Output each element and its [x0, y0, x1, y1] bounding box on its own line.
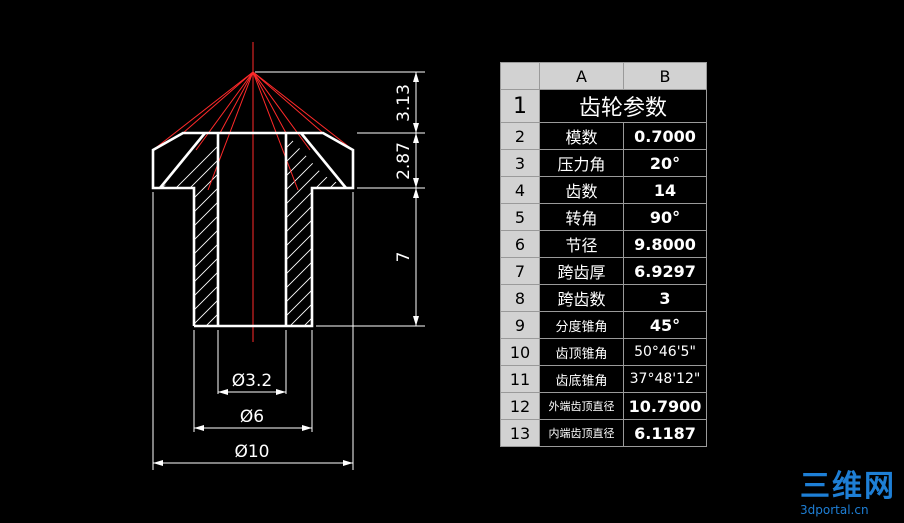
param-value: 37°48'12" [623, 365, 707, 393]
row-number[interactable]: 9 [500, 311, 540, 339]
part-outline [151, 131, 355, 328]
table-title: 齿轮参数 [539, 89, 707, 123]
column-header-b[interactable]: B [623, 62, 707, 90]
dim-cone-height: 2.87 [394, 142, 414, 180]
cone-construction-lines [152, 42, 354, 342]
dimension-lines [152, 71, 425, 470]
param-value: 90° [623, 203, 707, 231]
param-name: 跨齿厚 [539, 257, 624, 285]
watermark-url: 3dportal.cn [800, 503, 869, 517]
table-row: 12 外端齿顶直径 10.7900 [500, 392, 707, 420]
table-row: 2 模数 0.7000 [500, 122, 707, 150]
dim-outer-diameter: Ø10 [234, 442, 269, 462]
dim-bore-diameter: Ø3.2 [232, 371, 272, 391]
table-row: 4 齿数 14 [500, 176, 707, 204]
watermark-logo: 三维网 3dportal.cn [800, 469, 896, 517]
table-row: 8 跨齿数 3 [500, 284, 707, 312]
param-name: 转角 [539, 203, 624, 231]
param-name: 齿顶锥角 [539, 338, 624, 366]
param-name: 模数 [539, 122, 624, 150]
row-number[interactable]: 4 [500, 176, 540, 204]
row-number[interactable]: 6 [500, 230, 540, 258]
table-row: 11 齿底锥角 37°48'12" [500, 365, 707, 393]
section-hatch [160, 133, 347, 326]
row-number[interactable]: 3 [500, 149, 540, 177]
dimension-arrows [153, 72, 419, 466]
table-row: 7 跨齿厚 6.9297 [500, 257, 707, 285]
param-value: 9.8000 [623, 230, 707, 258]
param-value: 50°46'5" [623, 338, 707, 366]
table-row: 6 节径 9.8000 [500, 230, 707, 258]
dim-top-height: 3.13 [394, 84, 414, 122]
param-name: 分度锥角 [539, 311, 624, 339]
param-name: 跨齿数 [539, 284, 624, 312]
row-number[interactable]: 7 [500, 257, 540, 285]
dim-hub-diameter: Ø6 [240, 407, 264, 427]
param-name: 齿底锥角 [539, 365, 624, 393]
param-name: 节径 [539, 230, 624, 258]
row-number[interactable]: 2 [500, 122, 540, 150]
table-row: 5 转角 90° [500, 203, 707, 231]
param-name: 齿数 [539, 176, 624, 204]
param-value: 20° [623, 149, 707, 177]
row-number[interactable]: 1 [500, 89, 540, 123]
param-value: 6.1187 [623, 419, 707, 447]
table-row: 3 压力角 20° [500, 149, 707, 177]
param-value: 10.7900 [623, 392, 707, 420]
table-row: 1 齿轮参数 [500, 89, 707, 123]
param-value: 3 [623, 284, 707, 312]
dim-hub-height: 7 [394, 252, 414, 263]
param-value: 0.7000 [623, 122, 707, 150]
table-row: 9 分度锥角 45° [500, 311, 707, 339]
row-number[interactable]: 8 [500, 284, 540, 312]
row-number[interactable]: 5 [500, 203, 540, 231]
row-number[interactable]: 10 [500, 338, 540, 366]
param-value: 14 [623, 176, 707, 204]
row-number[interactable]: 11 [500, 365, 540, 393]
table-column-header-row: A B [500, 62, 707, 90]
param-name: 压力角 [539, 149, 624, 177]
table-row: 13 内端齿顶直径 6.1187 [500, 419, 707, 447]
column-header-a[interactable]: A [539, 62, 624, 90]
param-value: 45° [623, 311, 707, 339]
param-name: 外端齿顶直径 [539, 392, 624, 420]
param-value: 6.9297 [623, 257, 707, 285]
table-row: 10 齿顶锥角 50°46'5" [500, 338, 707, 366]
watermark-title: 三维网 [800, 469, 896, 504]
table-corner-cell [500, 62, 540, 90]
row-number[interactable]: 13 [500, 419, 540, 447]
row-number[interactable]: 12 [500, 392, 540, 420]
gear-parameter-table: A B 1 齿轮参数 2 模数 0.7000 3 压力角 20° 4 齿数 14… [500, 62, 707, 447]
param-name: 内端齿顶直径 [539, 419, 624, 447]
